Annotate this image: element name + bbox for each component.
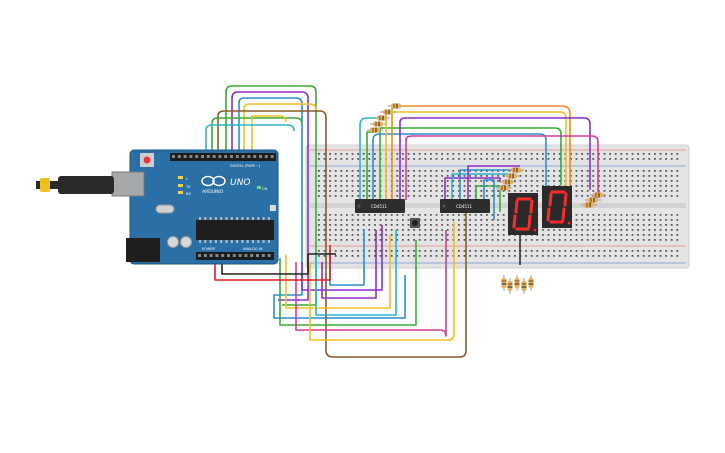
power-label: POWER <box>202 247 216 251</box>
usb-cable <box>58 176 114 194</box>
resistor[interactable] <box>514 275 520 291</box>
wires <box>205 85 599 358</box>
resistor[interactable] <box>521 278 527 294</box>
breadboard[interactable] <box>305 144 690 269</box>
board-brand: ARDUINO <box>202 189 224 195</box>
resistor[interactable] <box>585 197 601 203</box>
chip-label: CD4511 <box>371 204 388 209</box>
analog-label: ANALOG IN <box>243 247 263 251</box>
resistor[interactable] <box>496 185 512 191</box>
resistor[interactable] <box>581 202 597 208</box>
arduino-logo-icon <box>201 175 226 187</box>
board-model: UNO <box>230 178 250 188</box>
resistor[interactable] <box>380 109 396 115</box>
display-digit: 0 <box>0 0 1 1</box>
push-button[interactable] <box>410 218 420 228</box>
atmega-chip <box>196 220 274 240</box>
ic-cd4511-1[interactable]: CD4511 <box>355 199 405 213</box>
led-tx-label: TX <box>185 185 191 189</box>
resistor[interactable] <box>504 173 520 179</box>
ic-cd4511-2[interactable]: CD4511 <box>440 199 490 213</box>
resistor[interactable] <box>388 103 404 109</box>
resistor[interactable] <box>501 275 507 291</box>
header-pins[interactable] <box>172 155 274 257</box>
resistor[interactable] <box>500 179 516 185</box>
chip-label: CD4511 <box>456 204 473 209</box>
resistor[interactable] <box>508 167 524 173</box>
resistor[interactable] <box>374 115 390 121</box>
power-jack <box>126 238 160 262</box>
usb-port <box>111 171 145 197</box>
resistor[interactable] <box>370 121 386 127</box>
arduino-uno-board[interactable]: UNO ARDUINO DIGITAL (PWM ~) L TX RX ON P… <box>36 149 279 265</box>
resistor[interactable] <box>590 192 606 198</box>
display-digit: 0 <box>0 0 1 1</box>
resistors[interactable] <box>367 103 606 295</box>
led-l-label: L <box>186 177 188 181</box>
resistor[interactable] <box>507 278 513 294</box>
seven-segment-display-1[interactable]: 0 <box>0 0 538 235</box>
digital-label: DIGITAL (PWM ~) <box>230 164 261 168</box>
led-rx-label: RX <box>186 192 191 196</box>
resistor[interactable] <box>528 275 534 291</box>
resistor[interactable] <box>367 127 383 133</box>
seven-segment-display-2[interactable]: 0 <box>0 0 572 228</box>
led-on-label: ON <box>262 187 268 191</box>
